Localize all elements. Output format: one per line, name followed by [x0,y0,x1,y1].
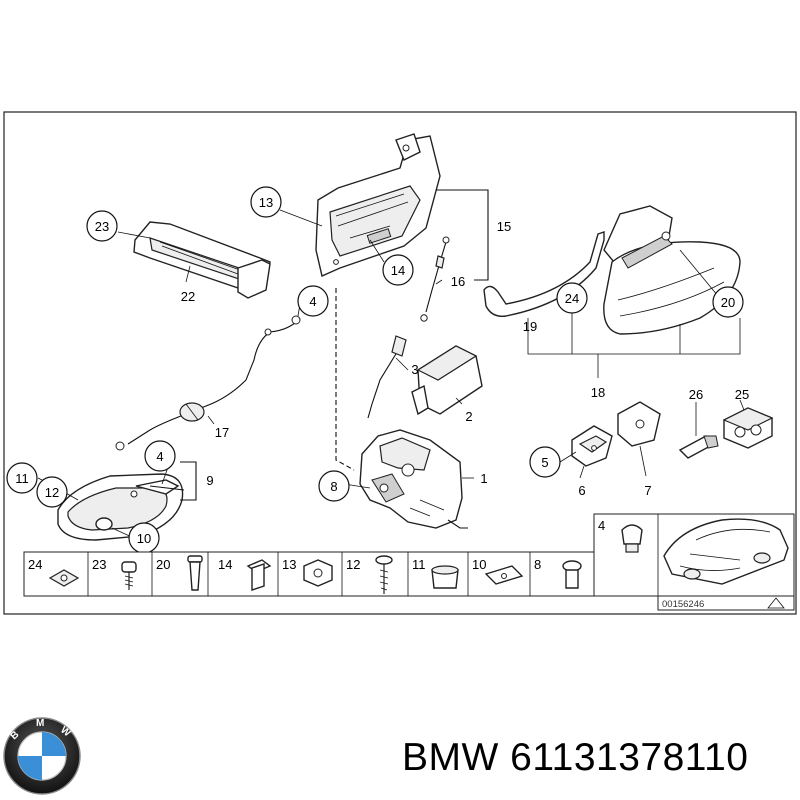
hardware-label-23: 23 [92,557,106,572]
handle-carrier-part [133,221,271,299]
hardware-label-13: 13 [282,557,296,572]
callout-6: 6 [578,483,585,498]
callout-2: 2 [465,409,472,424]
inner-handle-part [57,473,185,541]
callout-13: 13 [259,195,273,210]
inset-label-4: 4 [598,518,605,533]
callout-4b: 4 [156,449,163,464]
callout-9: 9 [206,473,213,488]
callout-10: 10 [137,531,151,546]
grommet-icon [431,565,459,589]
nut-icon [303,559,333,587]
handle-bracket-part [315,133,441,277]
rod-19-part [483,231,605,317]
bolt-icon [246,559,272,591]
outer-handle-part [603,205,741,335]
hardware-label-10: 10 [472,557,486,572]
callout-3: 3 [411,362,418,377]
hardware-strip: 24 23 20 14 13 12 11 10 8 5 [23,551,657,597]
callout-8: 8 [330,479,337,494]
hardware-label-14: 14 [218,557,232,572]
callout-1: 1 [480,471,487,486]
callout-12: 12 [45,485,59,500]
callout-20: 20 [721,295,735,310]
hardware-label-20: 20 [156,557,170,572]
clip-4-icon [621,524,643,553]
inset-panel: 4 00156246 [593,513,795,611]
drawing-code: 00156246 [662,599,704,610]
callout-23: 23 [95,219,109,234]
callout-22: 22 [181,289,195,304]
callout-25: 25 [735,387,749,402]
rod-3-part [367,335,407,419]
rod-16-part [420,236,450,322]
leader-lines [37,189,745,539]
clip-icon [48,569,80,587]
hardware-label-24: 24 [28,557,42,572]
wood-screw-icon [375,555,393,594]
callout-7: 7 [644,483,651,498]
bolt2-icon [562,560,582,589]
callout-15: 15 [497,219,511,234]
callout-11: 11 [15,471,29,486]
buffer-icon [187,555,203,591]
car-silhouette-icon [663,518,789,585]
door-lock-part [359,429,468,529]
callout-19: 19 [523,319,537,334]
callout-24: 24 [565,291,579,306]
callout-17: 17 [215,425,229,440]
screw-icon [121,561,137,590]
hardware-label-12: 12 [346,557,360,572]
callout-16: 16 [451,274,465,289]
callout-4: 4 [309,294,316,309]
callout-18: 18 [591,385,605,400]
callout-26: 26 [689,387,703,402]
small-parts-2526 [678,407,774,459]
spring-nut-icon [484,565,524,585]
bowden-cable-part [115,315,301,451]
actuator-2-part [411,345,483,416]
hardware-label-11: 11 [412,557,426,572]
small-parts-567 [571,401,661,467]
hardware-label-8: 8 [534,557,541,572]
brand-part-number: BMW 61131378110 [402,736,749,779]
callouts: 23 22 13 14 15 16 4 17 3 2 1 8 4 9 11 12… [6,186,749,554]
callout-5: 5 [541,455,548,470]
callout-14: 14 [391,263,405,278]
